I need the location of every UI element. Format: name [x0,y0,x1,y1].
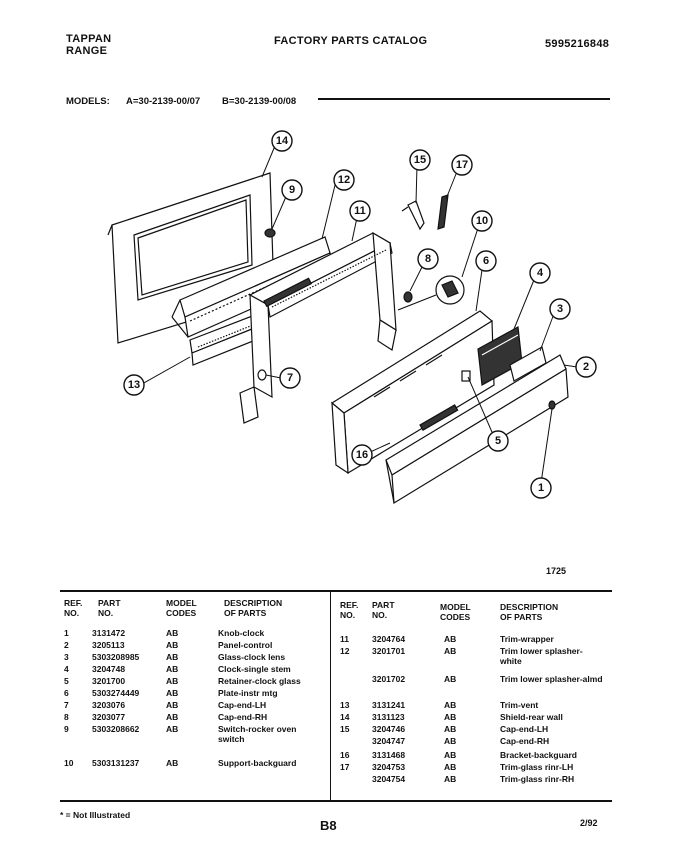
callout-3 [549,298,571,320]
callout-7 [279,367,301,389]
exploded-parts-diagram: 14 9 12 11 15 17 10 8 6 4 3 2 5 7 13 16 … [107,130,597,505]
part-retainer-clock-glass [461,370,471,382]
part-cap-end-lh-7 [257,369,267,381]
callout-2-label: 2 [583,361,589,373]
catalog-title: FACTORY PARTS CATALOG [274,35,428,47]
callout-2 [575,356,597,378]
catalog-number: 5995216848 [545,38,610,50]
callout-4 [529,262,551,284]
header-ref-no-right: REF.NO. [340,600,359,620]
callout-11-label: 11 [354,205,366,217]
part-knob-clock [548,400,556,410]
part-switch-rocker [264,228,276,238]
callout-11 [349,200,371,222]
model-b: B=30-2139-00/08 [222,96,297,107]
part-cap-end-rh-8 [403,291,413,303]
not-illustrated-note: * = Not Illustrated [60,810,131,820]
callout-7-label: 7 [287,372,293,384]
callout-10 [471,210,493,232]
model-a: A=30-2139-00/07 [126,96,201,107]
callout-9 [281,179,303,201]
table-divider [330,592,331,802]
callout-group [123,130,597,499]
callout-15-label: 15 [414,154,426,166]
callout-13 [123,374,145,396]
part-plate-instr-mtg [330,310,495,475]
part-trim-wrapper [239,231,397,424]
callout-6 [475,250,497,272]
callout-16 [351,444,373,466]
callout-3-label: 3 [557,303,563,315]
callout-8-label: 8 [425,253,431,265]
brand-line1: TAPPAN [66,33,112,45]
callout-1 [530,477,552,499]
callout-4-label: 4 [537,267,544,279]
callout-12 [333,169,355,191]
table-bottom-rule [60,800,612,802]
models-rule [318,98,610,100]
revision-date: 2/92 [580,818,598,828]
brand-line2: RANGE [66,45,108,57]
callout-9-label: 9 [289,184,295,196]
callout-17-label: 17 [456,159,468,171]
callout-1-label: 1 [538,482,544,494]
callout-16-label: 16 [356,449,368,461]
page-number: B8 [320,818,337,833]
callout-15 [409,149,431,171]
callout-12-label: 12 [338,174,350,186]
callout-13-label: 13 [128,379,140,391]
part-panel-control [385,354,569,505]
callout-6-label: 6 [483,255,489,267]
callout-5-label: 5 [495,435,501,447]
callout-8 [417,248,439,270]
callout-17 [451,154,473,176]
header-ref-no-left: REF.NO. [64,598,83,618]
part-support-backguard-detail [435,275,465,305]
models-label: MODELS: [66,96,110,107]
callout-14 [271,130,293,152]
figure-number: 1725 [546,566,567,576]
callout-10-label: 10 [476,215,488,227]
table-top-rule [60,590,612,592]
callout-14-label: 14 [276,135,289,147]
callout-5 [487,430,509,452]
part-cap-end-15 [407,200,425,231]
part-trim-glass-17 [437,194,449,230]
